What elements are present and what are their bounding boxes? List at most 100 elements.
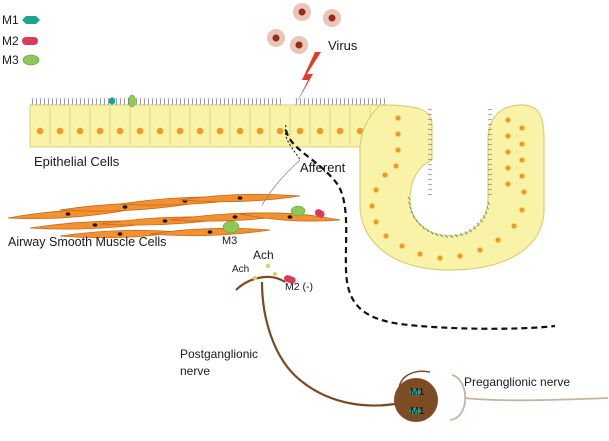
cilium bbox=[435, 232, 438, 237]
cilium bbox=[115, 97, 117, 106]
preganglionic-synapse bbox=[449, 374, 467, 421]
postganglionic-axon bbox=[260, 281, 406, 407]
cilium bbox=[315, 97, 317, 106]
cilium bbox=[427, 173, 433, 176]
preganglionic-axon bbox=[464, 397, 609, 402]
gland-cell-nucleus bbox=[511, 223, 517, 229]
cilium bbox=[83, 97, 85, 106]
epithelial-layer bbox=[29, 97, 391, 148]
cilium bbox=[79, 97, 81, 106]
cilium bbox=[487, 143, 493, 146]
cilium bbox=[43, 97, 45, 106]
gland-cell-nucleus bbox=[495, 237, 501, 243]
cilium bbox=[99, 97, 101, 106]
cilium bbox=[191, 97, 193, 106]
cilium bbox=[408, 201, 411, 205]
cilium bbox=[295, 97, 297, 106]
cell-nucleus bbox=[356, 127, 364, 135]
cilium bbox=[223, 97, 225, 106]
gland-cell-nucleus bbox=[457, 253, 463, 259]
cell-nucleus bbox=[116, 127, 124, 135]
cell-nucleus bbox=[196, 127, 204, 135]
m1-receptor-icon bbox=[409, 389, 421, 395]
cilium bbox=[412, 215, 416, 219]
cilium bbox=[67, 97, 69, 106]
gland-cell-nucleus bbox=[477, 247, 483, 253]
cell-nucleus bbox=[156, 127, 164, 135]
m2-receptor-icon bbox=[314, 209, 325, 218]
cilium bbox=[339, 97, 341, 106]
gland-cell-nucleus bbox=[519, 141, 525, 147]
cilium bbox=[319, 97, 321, 106]
cilium bbox=[482, 215, 486, 219]
cilium bbox=[251, 97, 253, 106]
cilium bbox=[199, 97, 201, 106]
smooth-muscle-label: Airway Smooth Muscle Cells bbox=[8, 235, 166, 249]
cilium bbox=[155, 97, 157, 106]
ach-label-left: Ach bbox=[232, 264, 249, 275]
cilium bbox=[175, 97, 177, 106]
gland-cell-nucleus bbox=[383, 233, 389, 239]
gland-cell-nucleus bbox=[519, 207, 525, 213]
gland-cell-nucleus bbox=[519, 173, 525, 179]
virus-particle bbox=[293, 3, 311, 21]
cilium bbox=[427, 163, 433, 166]
cilium bbox=[407, 196, 411, 201]
cilium bbox=[51, 97, 53, 106]
m1-receptor-icon bbox=[409, 408, 421, 414]
gland-cell-nucleus bbox=[373, 187, 379, 193]
cilium bbox=[487, 113, 493, 116]
cilium bbox=[487, 163, 493, 166]
cilium bbox=[480, 219, 483, 223]
gland-cell-nucleus bbox=[505, 165, 511, 171]
muscle-cell-nucleus bbox=[122, 205, 128, 209]
cilium bbox=[487, 158, 493, 161]
cilium bbox=[455, 234, 458, 238]
cilium bbox=[303, 97, 305, 106]
cell-nucleus bbox=[96, 127, 104, 135]
cell-nucleus bbox=[56, 127, 64, 135]
cilium bbox=[415, 219, 418, 223]
cilium bbox=[427, 188, 433, 191]
cilium bbox=[383, 97, 385, 106]
cilium bbox=[427, 143, 433, 146]
m2-receptor-icon bbox=[22, 37, 38, 45]
postganglionic-nerve: Ach Ach M2 (-) Postganglionic nerve bbox=[180, 248, 406, 407]
cell-nucleus bbox=[336, 127, 344, 135]
cilium bbox=[464, 231, 468, 235]
legend-label-m2: M2 bbox=[2, 34, 19, 48]
cell-nucleus bbox=[316, 127, 324, 135]
cilium bbox=[35, 97, 37, 106]
cilium bbox=[31, 97, 33, 106]
cilium bbox=[275, 97, 277, 106]
cilium bbox=[427, 178, 433, 181]
lightning-bolt-icon bbox=[296, 52, 321, 104]
cilium bbox=[427, 113, 433, 116]
cilium bbox=[347, 97, 349, 106]
cilium bbox=[409, 206, 412, 210]
gland-cell-nucleus bbox=[505, 117, 511, 123]
m3-receptor-icon bbox=[290, 205, 306, 217]
cilium bbox=[139, 97, 141, 106]
cilium bbox=[263, 97, 265, 106]
airway-smooth-muscle bbox=[7, 193, 341, 239]
cell-nucleus bbox=[36, 127, 44, 135]
cilium bbox=[422, 226, 425, 230]
cilium bbox=[450, 234, 453, 239]
cilium bbox=[427, 128, 433, 131]
cilium bbox=[255, 97, 257, 106]
cilium bbox=[47, 97, 49, 106]
m1-receptor-icon bbox=[109, 97, 115, 105]
cilium bbox=[427, 118, 433, 121]
cilium bbox=[484, 210, 488, 215]
cilium bbox=[227, 97, 229, 106]
legend-label-m3: M3 bbox=[2, 53, 19, 67]
cilium bbox=[195, 97, 197, 106]
cilium bbox=[171, 97, 173, 106]
cilium bbox=[427, 138, 433, 141]
cilium bbox=[487, 123, 493, 126]
parasympathetic-ganglion: M1 M1 Preganglionic nerve bbox=[394, 370, 609, 422]
cilium bbox=[123, 97, 125, 106]
cilium bbox=[410, 210, 414, 215]
ach-vesicle bbox=[265, 263, 271, 269]
